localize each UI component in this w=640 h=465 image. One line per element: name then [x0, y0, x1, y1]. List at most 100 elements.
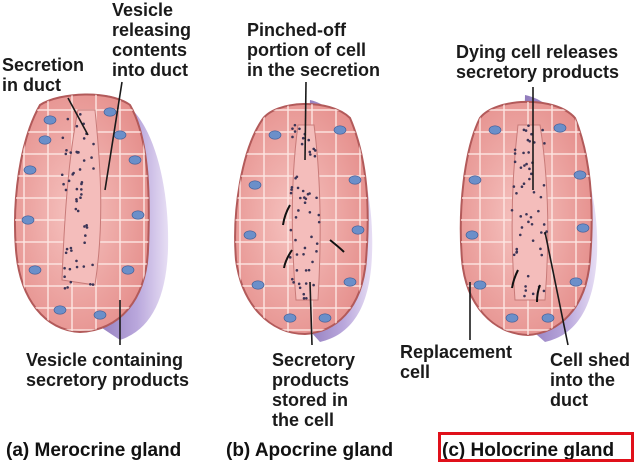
secretion-dot: [307, 268, 311, 272]
secretion-dot: [78, 168, 82, 171]
label-pinched-off: Pinched-off portion of cell in the secre…: [247, 20, 381, 80]
secretion-dot: [524, 129, 528, 132]
secretion-dot: [84, 234, 87, 237]
secretion-dot: [540, 231, 543, 234]
secretion-dot: [520, 185, 524, 189]
nucleus: [333, 125, 347, 135]
secretion-dot: [304, 269, 308, 272]
secretion-dot: [79, 196, 82, 200]
secretion-dot: [302, 292, 306, 296]
secretion-dot: [520, 226, 524, 229]
secretion-dot: [540, 253, 544, 257]
secretion-dot: [294, 176, 297, 180]
secretion-dot: [92, 142, 95, 146]
secretion-dot: [66, 286, 69, 289]
secretion-dot: [74, 207, 78, 211]
label-secretory-products: Secretory products stored in the cell: [272, 350, 356, 430]
secretion-dot: [317, 213, 321, 217]
nucleus: [128, 155, 142, 165]
secretion-dot: [526, 274, 530, 278]
secretion-dot: [301, 189, 305, 193]
secretion-dot: [532, 190, 536, 194]
secretion-dot: [312, 283, 315, 287]
nucleus: [569, 277, 583, 287]
secretion-dot: [305, 296, 308, 300]
nucleus: [251, 280, 265, 290]
secretion-dot: [82, 265, 86, 268]
secretion-dot: [303, 201, 307, 205]
secretion-dot: [67, 179, 71, 183]
secretion-dot: [530, 172, 533, 176]
cell-details: [21, 107, 590, 323]
label-secretion-in-duct: Secretion in duct: [2, 55, 85, 95]
secretion-dot: [69, 246, 73, 250]
secretion-dot: [63, 287, 67, 290]
secretion-dot: [309, 153, 312, 156]
arrows: [282, 204, 541, 303]
nucleus: [541, 313, 555, 323]
secretion-dot: [63, 266, 66, 270]
secretion-dot: [293, 130, 297, 133]
secretion-dot: [525, 162, 528, 166]
label-dying-cell: Dying cell releases secretory products: [456, 42, 620, 82]
secretion-dot: [289, 228, 293, 232]
nucleus: [553, 123, 567, 133]
nucleus: [468, 175, 482, 185]
secretion-dot: [543, 142, 546, 145]
secretion-dot: [295, 269, 299, 272]
secretion-dot: [294, 216, 298, 219]
secretion-dot: [512, 185, 516, 188]
label-replacement-cell: Replacement cell: [400, 342, 513, 382]
secretion-dot: [64, 188, 68, 192]
secretion-dot: [293, 123, 297, 127]
secretion-dot: [512, 253, 516, 257]
secretion-dot: [515, 191, 518, 195]
nucleus: [113, 130, 127, 140]
secretion-dot: [83, 241, 86, 245]
secretion-dot: [294, 238, 297, 242]
secretion-dot: [525, 212, 528, 216]
caption-holocrine: (c) Holocrine gland: [442, 440, 615, 461]
secretion-dot: [298, 127, 301, 131]
secretion-dot: [291, 127, 294, 130]
secretion-dot: [530, 222, 534, 226]
secretion-dot: [529, 215, 533, 219]
secretion-dot: [542, 289, 546, 293]
secretion-dot: [69, 151, 73, 154]
nucleus: [283, 313, 297, 323]
secretion-dot: [75, 124, 79, 128]
secretion-dot: [304, 197, 308, 201]
nucleus: [243, 230, 257, 240]
nucleus: [343, 277, 357, 287]
secretion-dot: [303, 246, 307, 250]
secretion-dot: [288, 256, 292, 259]
secretion-dot: [297, 282, 301, 286]
secretion-dot: [315, 250, 318, 253]
secretion-dot: [524, 285, 527, 288]
secretion-dot: [69, 280, 73, 284]
secretion-dot: [539, 247, 542, 251]
secretion-dot: [510, 208, 514, 212]
nucleus: [351, 225, 365, 235]
secretion-dot: [298, 286, 302, 290]
secretion-dot: [290, 188, 293, 191]
secretion-dot: [62, 182, 65, 186]
secretion-dot: [513, 148, 517, 152]
secretion-dot: [71, 173, 74, 176]
secretion-dot: [65, 148, 68, 152]
secretion-dot: [82, 137, 86, 140]
secretion-dot: [308, 150, 312, 154]
secretion-dot: [75, 187, 79, 191]
secretion-dot: [539, 195, 543, 199]
secretion-dot: [515, 250, 519, 253]
nucleus: [473, 280, 487, 290]
secretion-dot: [75, 197, 78, 201]
secretion-dot: [91, 263, 94, 267]
secretion-dot: [60, 173, 64, 177]
secretion-dot: [513, 152, 517, 155]
secretion-dot: [83, 225, 86, 228]
secretion-dot: [541, 128, 544, 132]
nucleus: [93, 310, 107, 320]
secretion-dot: [312, 147, 316, 151]
secretion-dot: [85, 226, 89, 229]
